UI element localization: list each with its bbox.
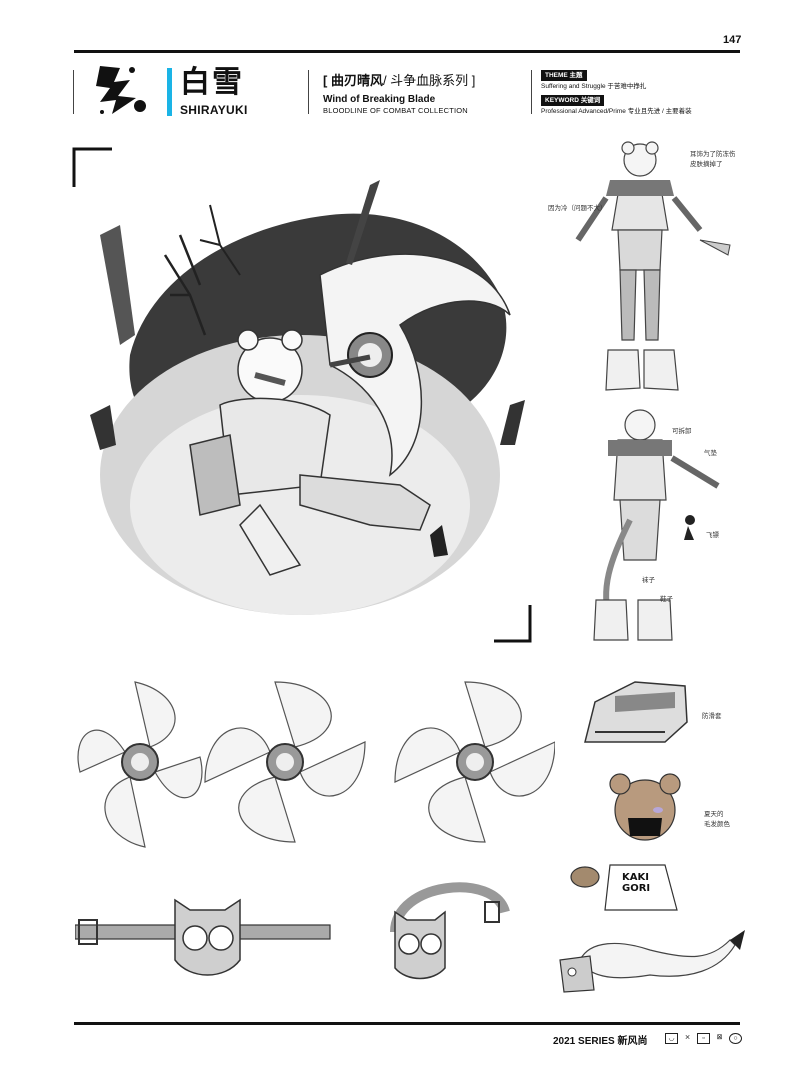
shuriken-1 bbox=[77, 681, 203, 848]
header-divider-left bbox=[73, 70, 74, 114]
header-divider-mid bbox=[308, 70, 309, 114]
note-socks: 袜子 bbox=[642, 577, 655, 584]
header-rule bbox=[74, 50, 740, 53]
no-iron-icon: ⊠ bbox=[716, 1034, 723, 1041]
series-title-cn-main: [ 曲刃晴风 bbox=[323, 73, 383, 88]
series-title-cn-rest: / 斗争血脉系列 ] bbox=[382, 73, 476, 88]
wash-icon: ◡ bbox=[665, 1033, 678, 1044]
keyword-text: Professional Advanced/Prime 专业且先进 / 主要着装 bbox=[541, 108, 692, 115]
tumble-icon: ▫ bbox=[697, 1033, 710, 1044]
note-antislip: 防滑套 bbox=[702, 713, 722, 720]
mask-strap-angle bbox=[390, 882, 510, 980]
theme-label: THEME 主题 bbox=[541, 70, 587, 81]
shuriken-3 bbox=[394, 681, 555, 843]
shirt-sketch bbox=[570, 864, 678, 911]
mask-strap-front bbox=[75, 898, 331, 976]
shuriken-2 bbox=[204, 681, 366, 843]
note-shoes: 鞋子 bbox=[660, 596, 673, 603]
note-cold: 因为冷（问题不大） bbox=[548, 205, 607, 212]
note-ear: 耳饰为了防冻伤 皮肤摘掉了 bbox=[690, 151, 736, 168]
keyword-label: KEYWORD 关键词 bbox=[541, 95, 605, 106]
dry-clean-icon: ○ bbox=[729, 1033, 742, 1044]
note-airbag: 气垫 bbox=[704, 450, 717, 457]
series-title-en: Wind of Breaking Blade bbox=[323, 94, 436, 105]
turnaround-sheet bbox=[575, 141, 731, 641]
no-bleach-icon: ⨯ bbox=[684, 1034, 691, 1041]
note-summer-hair: 夏天的 毛发颜色 bbox=[704, 811, 730, 828]
series-title-cn: [ 曲刃晴风/ 斗争血脉系列 ] bbox=[323, 70, 475, 89]
footer-rule bbox=[74, 1022, 740, 1025]
page-number: 147 bbox=[723, 34, 742, 46]
theme-text: Suffering and Struggle 于苦难中挣扎 bbox=[541, 83, 647, 90]
note-removable: 可拆卸 bbox=[672, 428, 692, 435]
shuriken-designs bbox=[77, 681, 555, 848]
series-subtitle-en: BLOODLINE OF COMBAT COLLECTION bbox=[323, 106, 468, 115]
summer-head-sketch bbox=[609, 773, 681, 841]
brand-logo bbox=[96, 66, 146, 114]
character-name-cn: 白雪 bbox=[180, 66, 244, 99]
character-name-romaji: SHIRAYUKI bbox=[180, 103, 248, 117]
shirt-print: KAKI GORI bbox=[622, 872, 651, 894]
antislip-cover-sketch bbox=[584, 681, 688, 743]
ferret-sketch bbox=[559, 930, 745, 993]
care-icons: ◡ ⨯ ▫ ⊠ ○ bbox=[665, 1033, 742, 1044]
footer-series: 2021 SERIES 新风尚 bbox=[553, 1036, 648, 1047]
header-divider-right bbox=[531, 70, 532, 114]
note-darts: 飞镖 bbox=[706, 532, 719, 539]
accent-bar bbox=[167, 68, 172, 116]
main-illustration bbox=[72, 147, 532, 643]
